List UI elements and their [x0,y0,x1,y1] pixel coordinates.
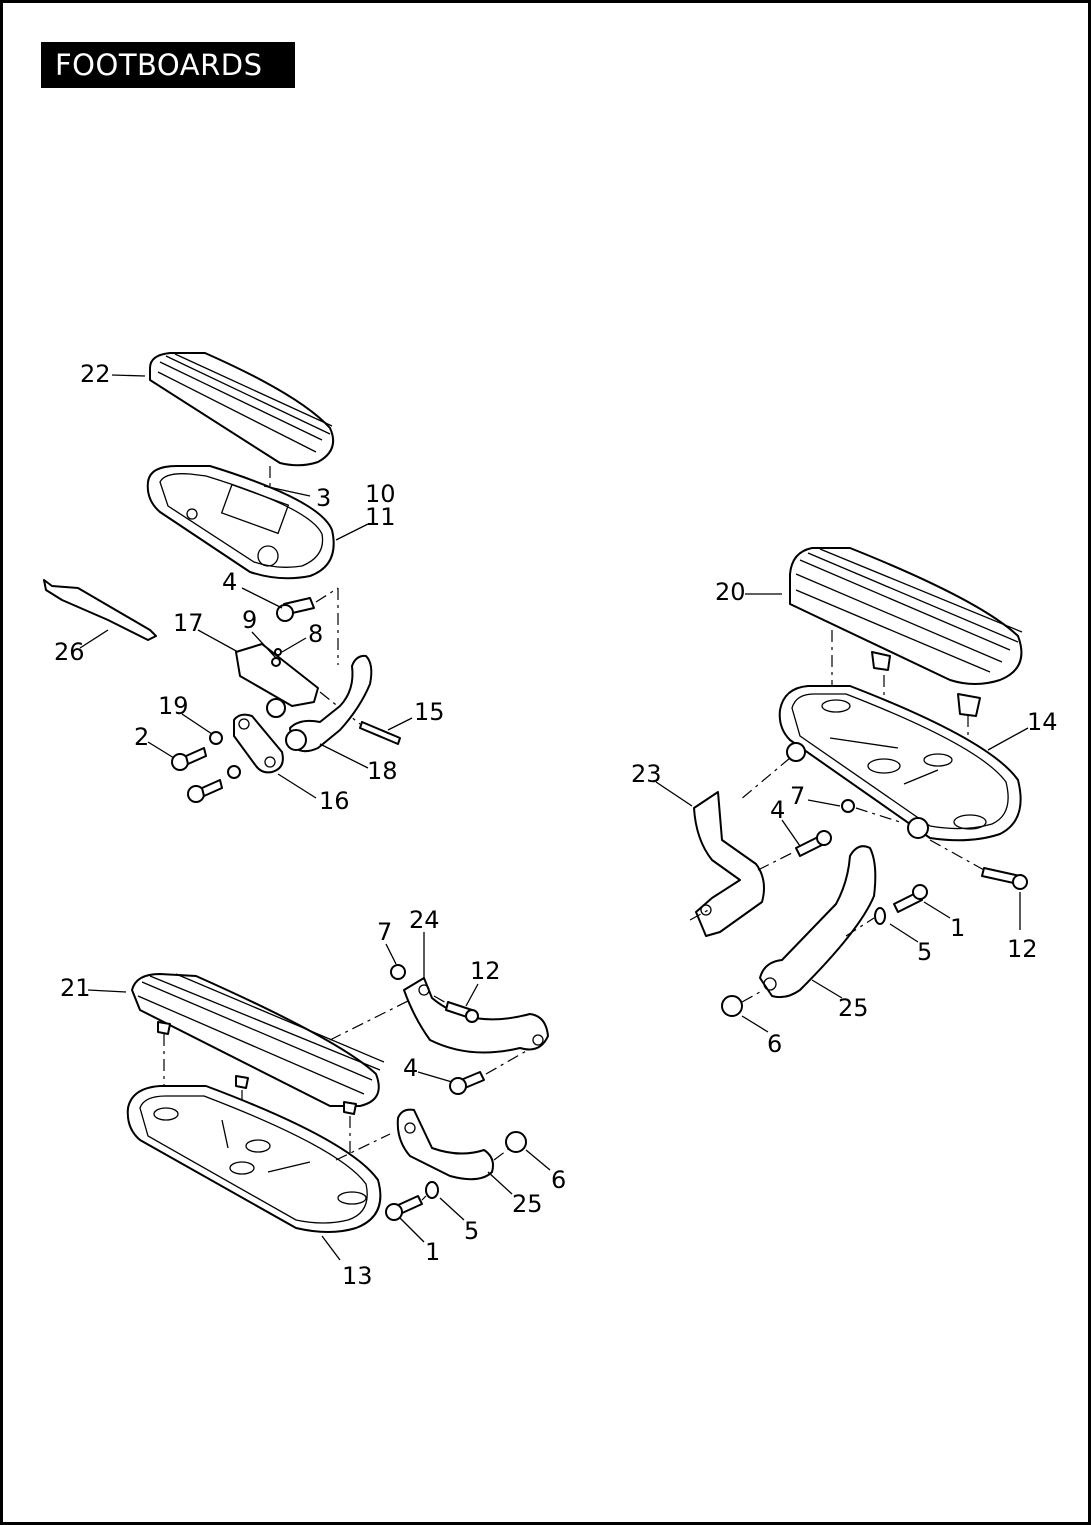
callout-1-lower: 1 [425,1238,440,1266]
nut-6-lower [505,1131,527,1153]
footboard-assembly-upper-left [43,352,401,803]
callout-24: 24 [409,906,440,934]
locknut-19a [209,731,223,745]
pivot-pin-15 [359,721,401,745]
callout-10: 10 [365,480,396,508]
bolt-4-upper [276,597,315,622]
page-title: FOOTBOARDS [41,42,295,88]
nut-7-right [841,799,855,813]
callout-4-lower: 4 [403,1054,418,1082]
screw-2a [171,747,207,771]
footboard-pan-14 [778,685,1022,842]
callout-20: 20 [715,578,746,606]
bolt-4-lower [449,1071,485,1095]
footboard-rubber-insert-21 [131,973,385,1115]
leader-lines [79,374,1029,1261]
callout-19: 19 [158,692,189,720]
callout-numbers: 22 3 10 11 4 26 17 9 8 15 19 2 18 16 20 … [54,360,1058,1290]
nut-7-lower [390,964,406,980]
bolt-1-lower [385,1195,423,1221]
callout-4-upper: 4 [222,568,237,596]
callout-13: 13 [342,1262,373,1290]
callout-4-right: 4 [770,796,785,824]
bracket-23 [693,791,765,937]
footboard-rubber-insert-20 [789,547,1023,717]
callout-23: 23 [631,760,662,788]
washer-5-right [874,907,886,925]
callout-14: 14 [1027,708,1058,736]
callout-5-lower: 5 [464,1217,479,1245]
callout-26: 26 [54,638,85,666]
callout-3: 3 [316,484,331,512]
callout-7-right: 7 [790,782,805,810]
support-arm-25-right [759,845,877,999]
bracket-24 [403,977,549,1054]
callout-22: 22 [80,360,111,388]
callout-25-right: 25 [838,994,869,1022]
callout-2: 2 [134,723,149,751]
washer-5-lower [425,1181,439,1199]
exploded-parts-diagram: 22 3 10 11 4 26 17 9 8 15 19 2 18 16 20 … [43,352,1058,1290]
callout-17: 17 [173,609,204,637]
bolt-4-right [795,830,832,857]
bracket-17 [235,643,319,718]
callout-12-lower: 12 [470,957,501,985]
spring-9 [271,657,281,667]
support-arm-18 [285,654,373,753]
footboard-rubber-insert-22 [149,352,334,467]
callout-25-lower: 25 [512,1190,543,1218]
locknut-19b [227,765,241,779]
footboard-pan-10-11 [146,464,335,580]
callout-15: 15 [414,698,445,726]
bolt-1-right [893,884,928,913]
callout-18: 18 [367,757,398,785]
callout-8: 8 [308,620,323,648]
callout-11: 11 [365,503,396,531]
footboard-assembly-right [689,547,1028,1017]
callout-6-lower: 6 [551,1166,566,1194]
nut-6-right [721,995,743,1017]
callout-5-right: 5 [917,938,932,966]
footboard-pan-13 [126,1085,382,1233]
ball-8 [274,648,282,656]
callout-21: 21 [60,974,91,1002]
footboard-assembly-lower-left [126,964,549,1233]
support-arm-25-lower [396,1108,494,1181]
callout-1-right: 1 [950,914,965,942]
heat-shield-26 [43,579,157,641]
bolt-12-right [981,867,1028,890]
screw-2b [187,779,223,803]
callout-16: 16 [319,787,350,815]
callout-9: 9 [242,606,257,634]
link-16 [233,713,284,774]
callout-7-lower: 7 [377,918,392,946]
callout-6-right: 6 [767,1030,782,1058]
callout-12-right: 12 [1007,935,1038,963]
bolt-12-lower [445,1001,479,1023]
